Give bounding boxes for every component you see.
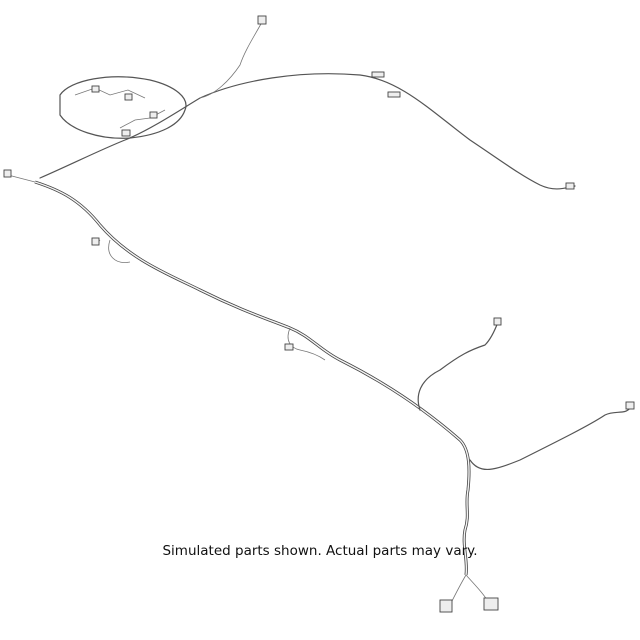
disclaimer-caption: Simulated parts shown. Actual parts may … [162,543,478,559]
dome-module [59,76,187,139]
connector [257,15,267,25]
rear-connectors [439,574,499,613]
roof-branch [39,15,576,190]
side-branches [3,169,635,470]
main-trunk [34,180,471,576]
